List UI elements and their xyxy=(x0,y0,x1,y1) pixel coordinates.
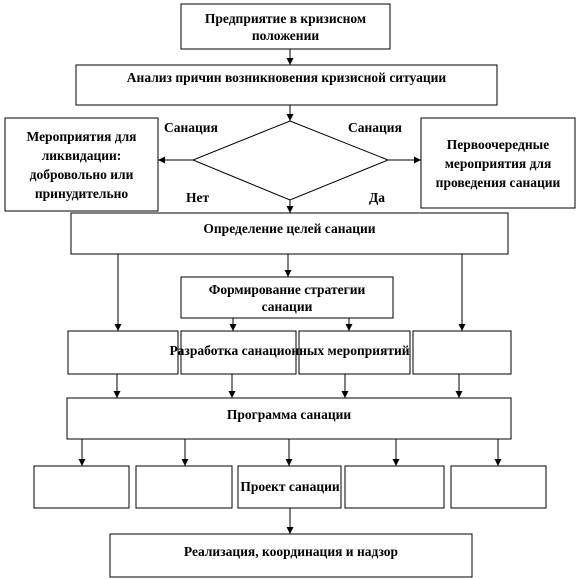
project-box-4 xyxy=(344,465,445,509)
realization-box xyxy=(109,533,473,578)
development-label: Разработка санационных мероприятий xyxy=(169,342,410,358)
strategy-box xyxy=(180,276,394,319)
program-label: Программа санации xyxy=(226,406,352,422)
project-box-2 xyxy=(135,465,233,509)
analysis-box xyxy=(75,64,498,106)
program-box xyxy=(66,397,512,440)
goals-label: Определение целей санации xyxy=(203,220,376,236)
development-box-3 xyxy=(298,330,411,375)
realization-label: Реализация, координация и надзор xyxy=(183,544,399,559)
edge-label-no: Нет xyxy=(186,190,210,205)
liquidation-label: Мероприятия для ликвидации: добровольно … xyxy=(26,128,137,201)
project-box-1 xyxy=(33,465,130,509)
project-box-5 xyxy=(450,465,547,509)
crisis-box xyxy=(180,3,391,50)
project-label: Проект санации xyxy=(240,478,340,494)
edge-label-yes: Да xyxy=(369,190,386,205)
liquidation-box xyxy=(4,117,159,212)
priority-label: Первоочередные мероприятия для проведени… xyxy=(435,136,561,190)
priority-box xyxy=(420,117,576,209)
project-box-3 xyxy=(237,465,342,509)
strategy-label: Формирование стратегии санации xyxy=(208,281,366,314)
edge-label-sanation-right: Санация xyxy=(348,120,402,135)
development-box-1 xyxy=(67,330,179,375)
crisis-label: Предприятие в кризисном положении xyxy=(204,10,367,43)
development-box-2 xyxy=(180,330,297,375)
edge-label-sanation-left: Санация xyxy=(164,120,218,135)
analysis-label: Анализ причин возникновения кризисной си… xyxy=(126,69,447,85)
goals-box xyxy=(70,212,509,255)
